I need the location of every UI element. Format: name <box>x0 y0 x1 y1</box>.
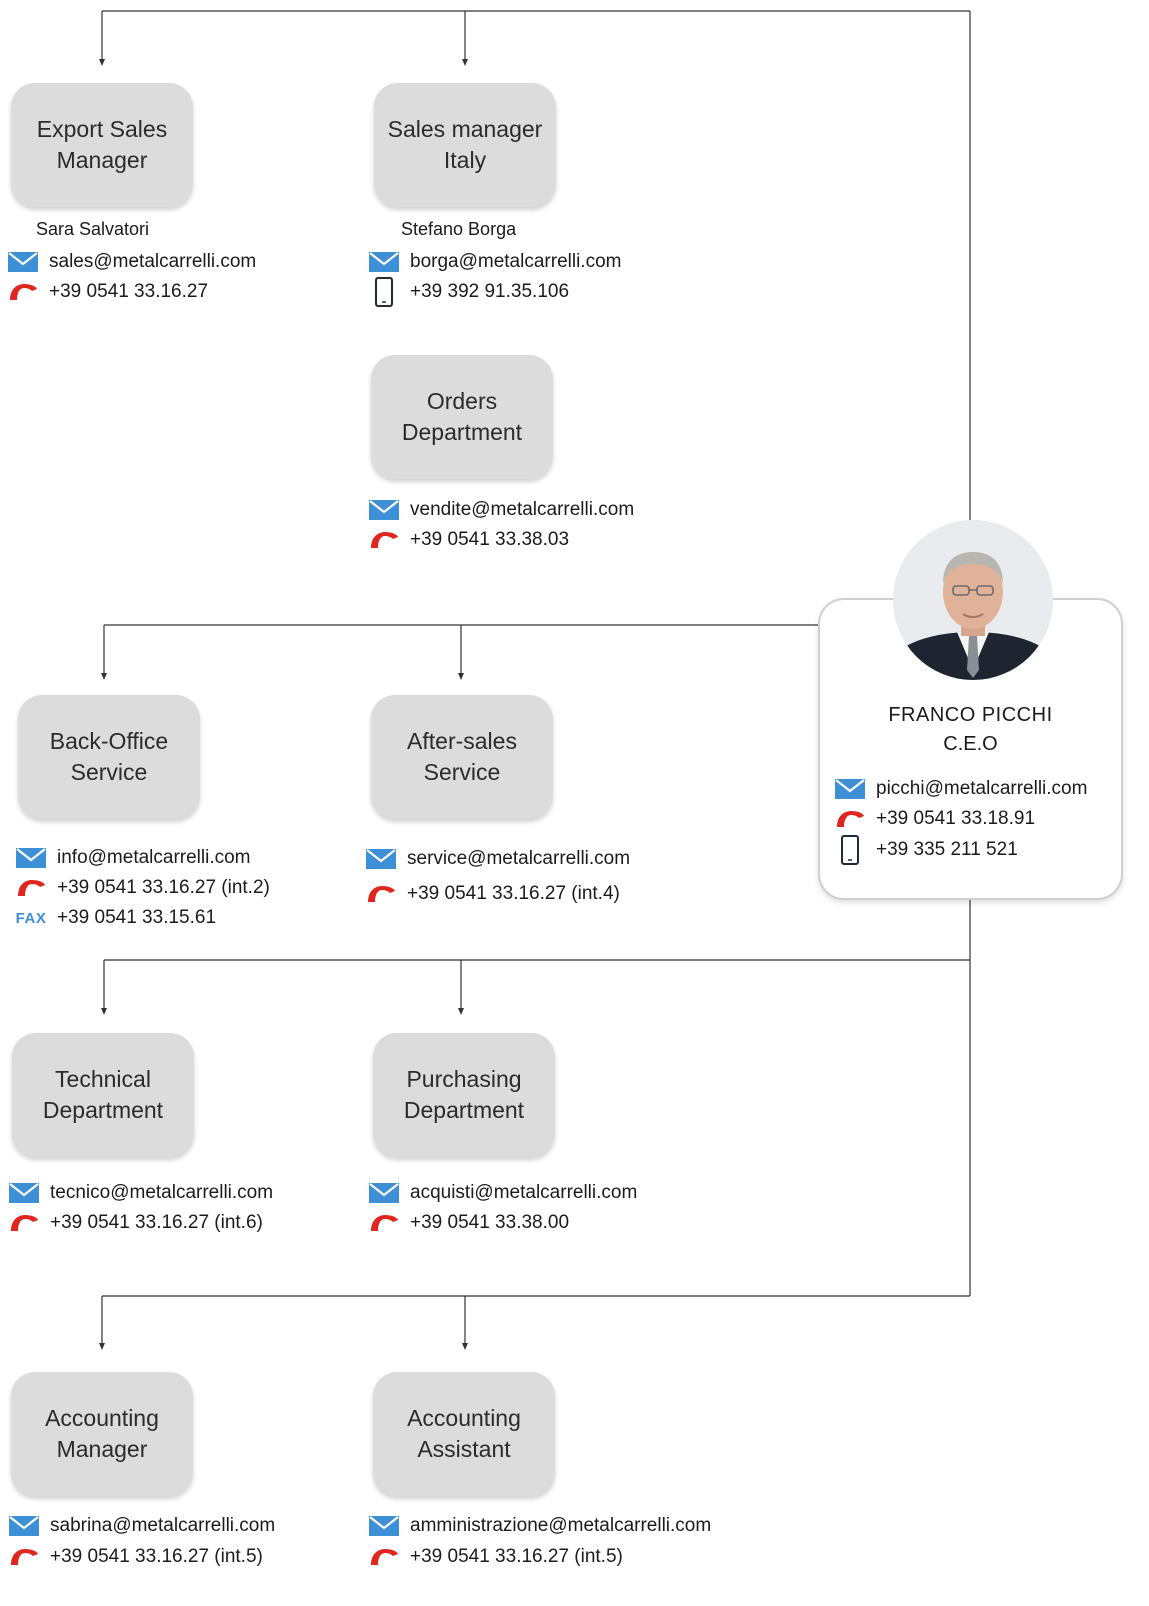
sales-italy-person: Stefano Borga <box>401 219 517 239</box>
box-title-line: Manager <box>56 147 148 173</box>
phone-text[interactable]: +39 0541 33.16.27 (int.6) <box>50 1212 263 1233</box>
orders-email-row[interactable]: vendite@metalcarrelli.com <box>368 497 634 523</box>
phone-text[interactable]: +39 0541 33.38.03 <box>410 529 570 550</box>
box-title-line: Orders <box>426 388 498 414</box>
smartphone-icon <box>368 277 400 307</box>
email-text[interactable]: tecnico@metalcarrelli.com <box>50 1182 274 1203</box>
box-title-line: Service <box>70 759 148 785</box>
email-text[interactable]: picchi@metalcarrelli.com <box>876 778 1088 799</box>
ceo-mobile-row[interactable]: +39 335 211 521 <box>834 835 1018 865</box>
box-title-line: Purchasing <box>406 1066 522 1092</box>
box-title-line: Department <box>401 419 523 445</box>
accounting-assistant-email-row[interactable]: amministrazione@metalcarrelli.com <box>368 1513 711 1539</box>
box-title-line: After-sales <box>407 728 517 754</box>
phone-text[interactable]: +39 0541 33.16.27 (int.5) <box>50 1546 263 1567</box>
envelope-icon <box>368 499 400 521</box>
phone-text[interactable]: +39 0541 33.16.27 <box>49 281 209 302</box>
envelope-icon <box>15 847 47 869</box>
email-text[interactable]: vendite@metalcarrelli.com <box>410 499 635 520</box>
phone-text[interactable]: +39 0541 33.16.27 (int.2) <box>57 877 270 898</box>
box-title-line: Technical <box>55 1066 151 1092</box>
phone-text[interactable]: +39 0541 33.16.27 (int.4) <box>407 883 620 904</box>
phone-handset-icon <box>8 1546 40 1568</box>
accounting-manager-email-row[interactable]: sabrina@metalcarrelli.com <box>8 1513 275 1539</box>
back-office-email-row[interactable]: info@metalcarrelli.com <box>15 845 251 871</box>
accounting-manager-phone-row[interactable]: +39 0541 33.16.27 (int.5) <box>8 1544 263 1570</box>
email-text[interactable]: service@metalcarrelli.com <box>407 848 631 869</box>
box-title-line: Back-Office <box>49 728 169 754</box>
technical-email-row[interactable]: tecnico@metalcarrelli.com <box>8 1180 273 1206</box>
export-sales-person: Sara Salvatori <box>36 219 150 239</box>
box-title-line: Accounting <box>45 1405 159 1431</box>
box-title-line: Service <box>423 759 501 785</box>
phone-handset-icon <box>368 1212 400 1234</box>
fax-text[interactable]: +39 0541 33.15.61 <box>57 907 217 928</box>
phone-text[interactable]: +39 0541 33.16.27 (int.5) <box>410 1546 623 1567</box>
ceo-photo <box>893 520 1053 680</box>
email-text[interactable]: info@metalcarrelli.com <box>57 847 251 868</box>
sales-italy-mobile-row[interactable]: +39 392 91.35.106 <box>368 277 570 307</box>
phone-handset-icon <box>15 877 47 899</box>
back-office-phone-row[interactable]: +39 0541 33.16.27 (int.2) <box>15 875 270 901</box>
after-sales-email-row[interactable]: service@metalcarrelli.com <box>365 846 630 872</box>
fax-label: FAX <box>15 909 47 927</box>
export-sales-email-row[interactable]: sales@metalcarrelli.com <box>7 249 256 275</box>
box-title-line: Italy <box>443 147 487 173</box>
box-title-line: Department <box>403 1097 525 1123</box>
phone-handset-icon <box>368 529 400 551</box>
after-sales-phone-row[interactable]: +39 0541 33.16.27 (int.4) <box>365 881 620 907</box>
phone-handset-icon <box>834 808 866 830</box>
sales-italy-email-row[interactable]: borga@metalcarrelli.com <box>368 249 621 275</box>
envelope-icon <box>368 1515 400 1537</box>
envelope-icon <box>8 1515 40 1537</box>
email-text[interactable]: sales@metalcarrelli.com <box>49 251 257 272</box>
box-title-line: Assistant <box>417 1436 511 1462</box>
orders-phone-row[interactable]: +39 0541 33.38.03 <box>368 527 569 553</box>
box-title-line: Department <box>42 1097 164 1123</box>
ceo-role: C.E.O <box>943 733 998 755</box>
back-office-fax-row[interactable]: FAX +39 0541 33.15.61 <box>11 905 216 931</box>
ceo-phone-row[interactable]: +39 0541 33.18.91 <box>834 806 1035 832</box>
box-title-line: Manager <box>56 1436 148 1462</box>
ceo-email-row[interactable]: picchi@metalcarrelli.com <box>834 776 1087 802</box>
mobile-text[interactable]: +39 335 211 521 <box>876 839 1018 860</box>
accounting-assistant-phone-row[interactable]: +39 0541 33.16.27 (int.5) <box>368 1544 623 1570</box>
envelope-icon <box>365 848 397 870</box>
phone-handset-icon <box>368 1546 400 1568</box>
box-title-line: Export Sales <box>36 116 168 142</box>
technical-phone-row[interactable]: +39 0541 33.16.27 (int.6) <box>8 1210 263 1236</box>
ceo-name: FRANCO PICCHI <box>888 704 1053 726</box>
phone-handset-icon <box>365 883 397 905</box>
phone-text[interactable]: +39 0541 33.18.91 <box>876 808 1036 829</box>
email-text[interactable]: borga@metalcarrelli.com <box>410 251 622 272</box>
box-title-line: Sales manager <box>387 116 543 142</box>
fax-icon: FAX <box>11 907 51 929</box>
envelope-icon <box>7 251 39 273</box>
envelope-icon <box>834 778 866 800</box>
email-text[interactable]: amministrazione@metalcarrelli.com <box>410 1515 712 1536</box>
box-title-line: Accounting <box>407 1405 521 1431</box>
phone-handset-icon <box>7 281 39 303</box>
email-text[interactable]: acquisti@metalcarrelli.com <box>410 1182 638 1203</box>
export-sales-phone-row[interactable]: +39 0541 33.16.27 <box>7 279 208 305</box>
envelope-icon <box>368 1182 400 1204</box>
envelope-icon <box>368 251 400 273</box>
mobile-text[interactable]: +39 392 91.35.106 <box>410 281 570 302</box>
phone-handset-icon <box>8 1212 40 1234</box>
phone-text[interactable]: +39 0541 33.38.00 <box>410 1212 570 1233</box>
email-text[interactable]: sabrina@metalcarrelli.com <box>50 1515 276 1536</box>
purchasing-phone-row[interactable]: +39 0541 33.38.00 <box>368 1210 569 1236</box>
envelope-icon <box>8 1182 40 1204</box>
purchasing-email-row[interactable]: acquisti@metalcarrelli.com <box>368 1180 637 1206</box>
smartphone-icon <box>834 835 866 865</box>
